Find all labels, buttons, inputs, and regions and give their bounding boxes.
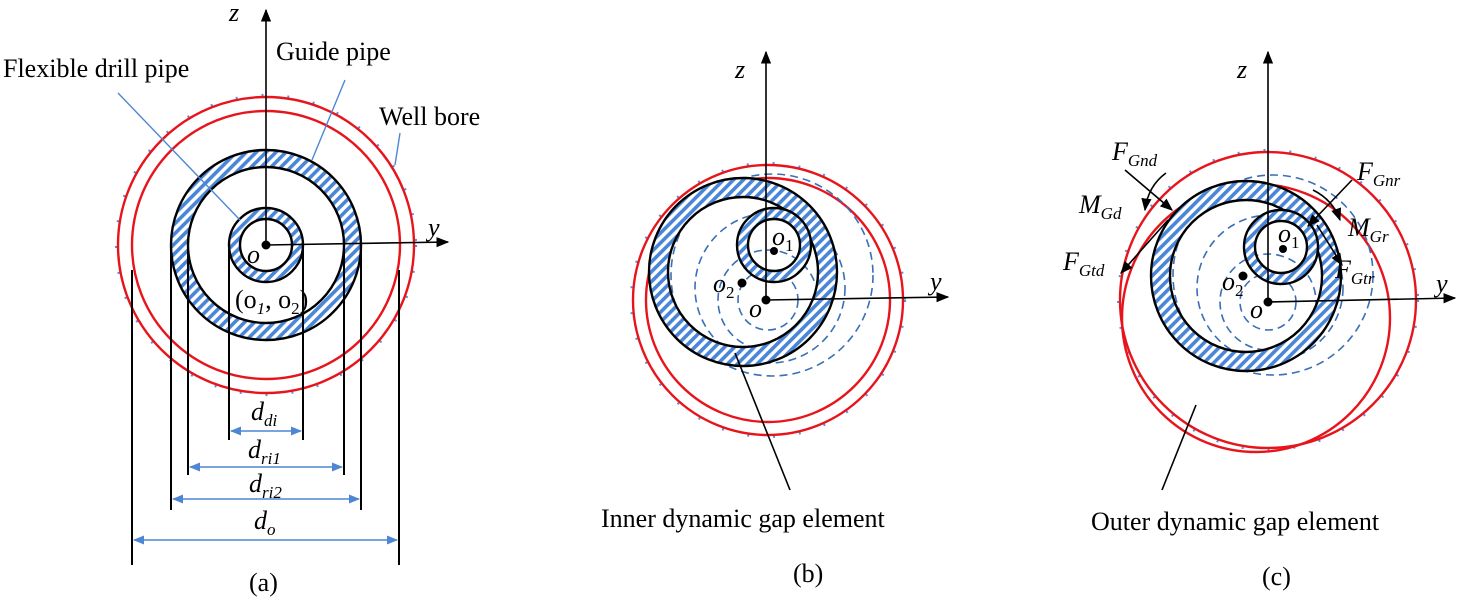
label-mgr: MGr <box>1347 213 1389 246</box>
y-axis-label: y <box>927 267 942 296</box>
y-axis-label: y <box>1433 269 1448 298</box>
o2-label: o2 <box>1222 267 1244 300</box>
dotted-ring <box>1116 148 1420 452</box>
moment-arrow-mgd <box>1141 172 1167 212</box>
dim-label-do: do <box>254 506 276 539</box>
wellbore-inner-circle <box>644 176 892 424</box>
y-axis <box>1267 293 1457 304</box>
panel-c: z y o o1 o2 FGnd MGd FGtd FGnr MGr FGtr … <box>1062 50 1457 591</box>
label-well-bore: Well bore <box>379 102 480 131</box>
o2-label: o2 <box>713 269 735 302</box>
label-fgnr: FGnr <box>1356 157 1401 190</box>
z-axis-label: z <box>228 0 239 27</box>
centers-label: (o1, o2) <box>235 285 308 318</box>
panel-b: z y o o1 o2 Inner dynamic gap element (b… <box>601 50 950 588</box>
y-axis <box>265 237 450 248</box>
label-outer-dynamic-gap-element: Outer dynamic gap element <box>1091 507 1380 536</box>
leader-outer-gap <box>1161 404 1197 491</box>
z-axis-label: z <box>734 55 745 84</box>
dim-label-ddi: ddi <box>251 397 278 430</box>
o1-label: o1 <box>1278 219 1300 252</box>
dim-label-dri2: dri2 <box>249 469 282 502</box>
label-guide-pipe: Guide pipe <box>276 37 391 66</box>
leader-well <box>394 132 401 166</box>
caption-c: (c) <box>1262 562 1291 591</box>
origin-label: o <box>247 240 260 269</box>
panel-a: z y o (o1, o2) ddi dri1 dri2 do Flexible… <box>3 0 480 597</box>
label-fgtr: FGtr <box>1334 255 1375 288</box>
label-mgd: MGd <box>1078 190 1122 223</box>
y-axis-label: y <box>425 213 440 242</box>
caption-b: (b) <box>793 559 823 588</box>
y-axis <box>765 292 950 303</box>
leader-flexible <box>117 92 241 221</box>
z-axis-label: z <box>1236 55 1247 84</box>
origin-label: o <box>749 294 762 323</box>
force-arrow-fgnd <box>1124 169 1173 211</box>
label-flexible-drill-pipe: Flexible drill pipe <box>3 54 189 83</box>
leader-inner-gap <box>734 352 791 491</box>
force-arrow-fgtr <box>1316 224 1343 267</box>
caption-a: (a) <box>249 568 278 597</box>
label-fgtd: FGtd <box>1062 247 1105 280</box>
force-arrow-fgtd <box>1120 219 1169 274</box>
dim-label-dri1: dri1 <box>248 435 281 468</box>
label-fgnd: FGnd <box>1111 137 1158 170</box>
origin-label: o <box>1250 295 1263 324</box>
dotted-ring <box>629 161 907 439</box>
dotted-ring <box>114 93 418 397</box>
label-inner-dynamic-gap-element: Inner dynamic gap element <box>601 504 885 533</box>
leader-guide <box>311 79 346 161</box>
moment-arrow-mgr <box>1312 189 1342 222</box>
o1-label: o1 <box>772 222 794 255</box>
